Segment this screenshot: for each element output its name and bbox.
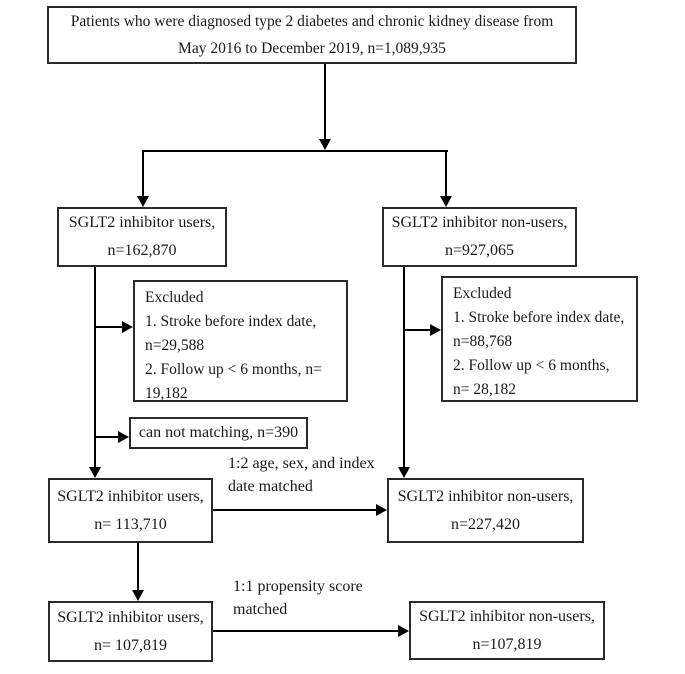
arrowhead-down-nonusers2-icon xyxy=(398,467,410,478)
label-text-line: date matched xyxy=(228,478,313,495)
box-text-line: n=29,588 xyxy=(145,337,205,354)
box-text-line: n= 113,710 xyxy=(94,515,167,533)
connector-users-descent-line xyxy=(94,267,96,468)
label-text-line: 1:1 propensity score xyxy=(233,578,363,595)
box-text-line: SGLT2 inhibitor non-users, xyxy=(391,214,568,231)
arrowhead-right-match11-icon xyxy=(398,625,409,637)
connector-top-vertical-line xyxy=(324,64,326,140)
arrowhead-right-match12-icon xyxy=(376,504,387,516)
box-text-line: SGLT2 inhibitor non-users, xyxy=(397,487,574,505)
box-sglt2-nonusers-initial: SGLT2 inhibitor non-users, n=927,065 xyxy=(382,207,577,267)
box-sglt2-nonusers-matched12: SGLT2 inhibitor non-users, n=227,420 xyxy=(387,478,584,543)
box-text-line: SGLT2 inhibitor users, xyxy=(57,608,204,626)
box-sglt2-nonusers-matched11: SGLT2 inhibitor non-users, n=107,819 xyxy=(409,601,605,660)
arrowhead-right-excluded-right-icon xyxy=(430,324,441,336)
box-text-line: Patients who were diagnosed type 2 diabe… xyxy=(70,13,554,30)
box-text-line: 1. Stroke before index date, xyxy=(453,309,625,326)
box-text-line: 2. Follow up < 6 months, n= xyxy=(145,361,322,378)
box-text-line: n= 28,182 xyxy=(453,381,516,398)
connector-cannot-match-line xyxy=(95,436,119,438)
connector-left-branch-line xyxy=(142,150,144,197)
connector-nonusers-descent-line xyxy=(403,267,405,468)
arrowhead-right-cannot-match-icon xyxy=(118,431,129,443)
label-text-line: matched xyxy=(233,601,288,618)
label-age-sex-index-match: 1:2 age, sex, and index date matched xyxy=(228,452,375,498)
label-propensity-match: 1:1 propensity score matched xyxy=(233,575,363,621)
arrowhead-down-users3-icon xyxy=(132,590,144,601)
connector-match11-line xyxy=(213,630,399,632)
box-text-line: n=927,065 xyxy=(444,242,515,259)
box-text-line: n=88,768 xyxy=(453,333,513,350)
box-text-line: SGLT2 inhibitor users, xyxy=(68,214,216,231)
box-text-line: May 2016 to December 2019, n=1,089,935 xyxy=(178,40,446,57)
box-text-line: Excluded xyxy=(145,289,204,306)
arrowhead-down-branch-icon xyxy=(319,139,331,150)
box-sglt2-users-matched12: SGLT2 inhibitor users, n= 113,710 xyxy=(48,478,213,543)
box-text-line: 1. Stroke before index date, xyxy=(145,313,317,330)
arrowhead-down-users1-icon xyxy=(137,196,149,207)
box-diagnosed-patients: Patients who were diagnosed type 2 diabe… xyxy=(47,6,577,64)
box-text-line: 2. Follow up < 6 months, xyxy=(453,357,610,374)
box-text-line: n=107,819 xyxy=(472,635,542,653)
connector-users2-descent-line xyxy=(137,543,139,591)
arrowhead-down-users2-icon xyxy=(89,467,101,478)
connector-excluded-right-line xyxy=(404,329,431,331)
label-text-line: 1:2 age, sex, and index xyxy=(228,455,375,472)
box-excluded-users: Excluded 1. Stroke before index date, n=… xyxy=(133,280,348,402)
connector-excluded-left-line xyxy=(95,326,123,328)
box-sglt2-users-initial: SGLT2 inhibitor users, n=162,870 xyxy=(57,207,227,267)
box-text-line: n= 107,819 xyxy=(93,636,168,654)
box-sglt2-users-matched11: SGLT2 inhibitor users, n= 107,819 xyxy=(48,601,213,662)
arrowhead-down-nonusers1-icon xyxy=(440,196,452,207)
box-text-line: n=227,420 xyxy=(450,515,521,533)
box-text-line: SGLT2 inhibitor non-users, xyxy=(419,607,595,625)
connector-match12-line xyxy=(213,509,377,511)
connector-right-branch-line xyxy=(445,150,447,197)
box-text-line: n=162,870 xyxy=(107,242,177,259)
box-text-line: can not matching, n=390 xyxy=(138,424,299,441)
box-text-line: 19,182 xyxy=(145,385,188,402)
box-excluded-nonusers: Excluded 1. Stroke before index date, n=… xyxy=(441,276,638,402)
arrowhead-right-excluded-left-icon xyxy=(122,321,133,333)
box-text-line: SGLT2 inhibitor users, xyxy=(57,487,204,505)
box-text-line: Excluded xyxy=(453,285,512,302)
box-cannot-match: can not matching, n=390 xyxy=(129,417,308,449)
connector-branch-horizontal-line xyxy=(142,150,448,152)
